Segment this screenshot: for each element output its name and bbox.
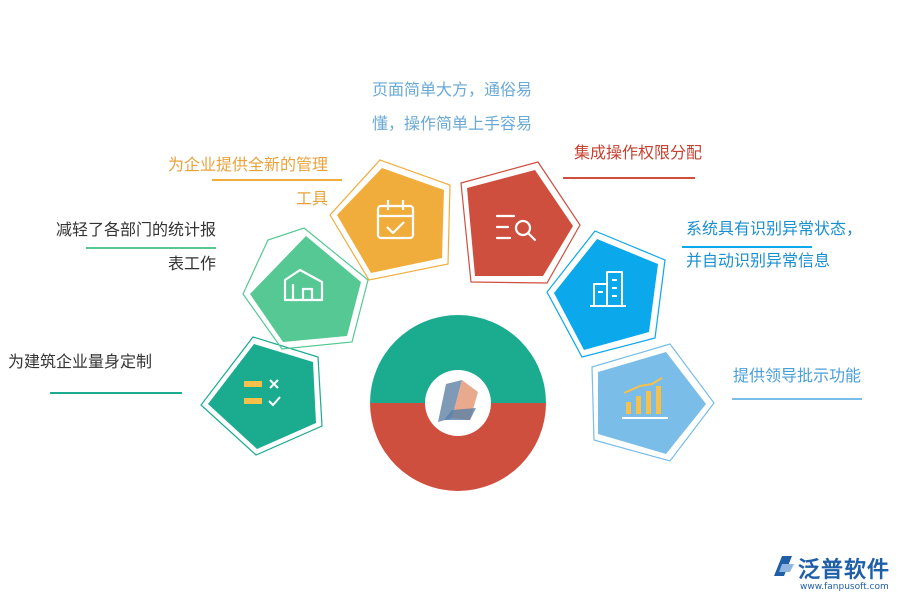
label-simple: 页面简单大方，通俗易 懂，操作简单上手容易 (372, 80, 533, 133)
brand-logo: 泛普软件 www.fanpusoft.com (770, 552, 895, 598)
label-approval: 提供领导批示功能 (733, 366, 862, 385)
pentagon-custom (200, 336, 323, 456)
ring-top-half (370, 315, 546, 403)
underline-approval (732, 398, 862, 400)
calendar-icon (376, 200, 415, 240)
label-tool: 为企业提供全新的管理 工具 (167, 155, 328, 208)
pentagon-reports (242, 227, 369, 350)
brand-logo-icon (774, 556, 794, 576)
building-icon (283, 268, 324, 302)
office-building-icon (590, 271, 626, 307)
search-list-icon (495, 214, 537, 242)
brand-url: www.fanpusoft.com (800, 582, 889, 592)
underline-reports (86, 247, 216, 249)
label-custom: 为建筑企业量身定制 (8, 352, 153, 371)
label-permission: 集成操作权限分配 (574, 143, 703, 162)
center-ring (370, 315, 546, 491)
brand-name: 泛普软件 (798, 558, 891, 583)
underline-permission (563, 177, 695, 179)
pentagon-tool (329, 159, 451, 281)
underline-custom (50, 392, 182, 394)
checklist-icon (244, 379, 281, 407)
ring-bottom-half (370, 403, 546, 491)
bar-chart-icon (622, 377, 668, 419)
underline-tool (212, 179, 342, 181)
pentagon-approval (591, 343, 715, 462)
center-logo-icon (438, 380, 478, 422)
label-anomaly: 系统具有识别异常状态， 并自动识别异常信息 (686, 219, 863, 270)
label-reports: 减轻了各部门的统计报 表工作 (55, 220, 216, 273)
underline-anomaly (682, 246, 812, 248)
pentagon-anomaly (546, 230, 666, 358)
pentagon-permission (460, 161, 581, 284)
